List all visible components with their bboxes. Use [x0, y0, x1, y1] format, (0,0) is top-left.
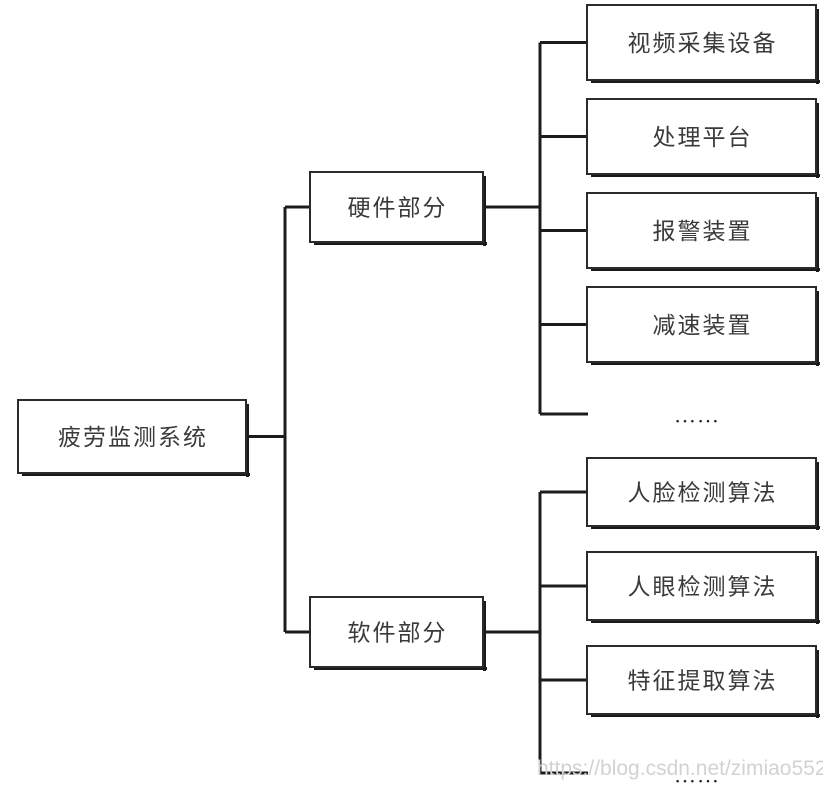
- node-box-shadow: [246, 404, 249, 477]
- ellipsis-hardware: ……: [674, 403, 720, 428]
- node-box-shadow: [591, 268, 820, 271]
- node-box-shadow: [314, 667, 487, 670]
- watermark-url: https://blog.csdn.net/zimiao552147572: [537, 757, 823, 780]
- node-label-leaf-software-1: 人眼检测算法: [628, 575, 778, 600]
- node-leaf-hardware-0[interactable]: 视频采集设备: [586, 4, 820, 84]
- node-box: [586, 551, 817, 621]
- node-box: [309, 171, 484, 243]
- node-box-shadow: [591, 714, 820, 717]
- node-leaf-software-0[interactable]: 人脸检测算法: [586, 457, 820, 530]
- ellipsis-software: ……: [674, 763, 720, 788]
- node-box-shadow: [816, 556, 819, 624]
- node-box: [17, 399, 247, 474]
- node-branch-hardware[interactable]: 硬件部分: [309, 171, 487, 246]
- connectors-layer: [246, 41, 588, 775]
- node-label-leaf-hardware-2: 报警装置: [653, 219, 753, 244]
- node-box: [586, 192, 817, 269]
- node-box: [586, 98, 817, 175]
- node-box-shadow: [591, 80, 820, 83]
- node-leaf-hardware-3[interactable]: 减速装置: [586, 286, 820, 366]
- node-label-root: 疲劳监测系统: [58, 425, 208, 450]
- node-box-shadow: [591, 526, 820, 529]
- node-label-hardware: 硬件部分: [348, 196, 448, 221]
- node-box-shadow: [483, 601, 486, 671]
- node-box-shadow: [591, 362, 820, 365]
- node-box-shadow: [816, 103, 819, 178]
- node-box: [586, 4, 817, 81]
- node-label-leaf-hardware-1: 处理平台: [653, 125, 753, 150]
- node-box-shadow: [314, 242, 487, 245]
- node-leaf-software-1[interactable]: 人眼检测算法: [586, 551, 820, 624]
- node-box: [586, 457, 817, 527]
- node-box: [309, 596, 484, 668]
- node-box-shadow: [816, 9, 819, 84]
- node-box-shadow: [816, 291, 819, 366]
- node-box-shadow: [22, 473, 250, 476]
- node-box-shadow: [816, 650, 819, 718]
- node-box-shadow: [816, 197, 819, 272]
- node-box: [586, 286, 817, 363]
- node-box: [586, 645, 817, 715]
- node-box-shadow: [816, 462, 819, 530]
- node-label-leaf-hardware-0: 视频采集设备: [628, 31, 778, 56]
- node-label-leaf-hardware-3: 减速装置: [653, 313, 753, 338]
- node-label-software: 软件部分: [348, 621, 448, 646]
- node-leaf-software-2[interactable]: 特征提取算法: [586, 645, 820, 718]
- node-leaf-hardware-2[interactable]: 报警装置: [586, 192, 820, 272]
- node-branch-software[interactable]: 软件部分: [309, 596, 487, 671]
- node-label-leaf-software-0: 人脸检测算法: [628, 481, 778, 506]
- node-root-system[interactable]: 疲劳监测系统: [17, 399, 250, 477]
- node-box-shadow: [591, 620, 820, 623]
- node-label-leaf-software-2: 特征提取算法: [628, 669, 778, 694]
- node-leaf-hardware-1[interactable]: 处理平台: [586, 98, 820, 178]
- node-box-shadow: [483, 176, 486, 246]
- node-box-shadow: [591, 174, 820, 177]
